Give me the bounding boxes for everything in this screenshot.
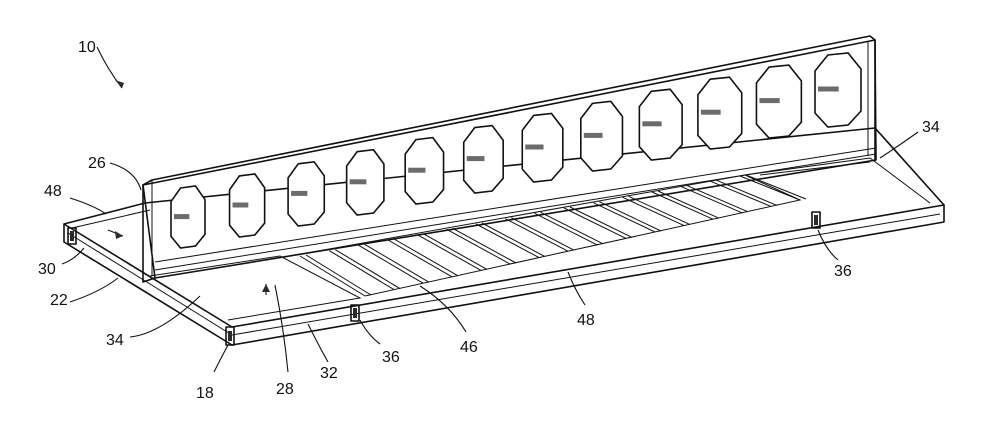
hole-rail-shade <box>525 145 543 150</box>
grating-bar-edge <box>599 202 661 231</box>
grating-bar <box>505 219 568 252</box>
hole-rail-shade <box>584 133 603 138</box>
hole-rail-shade <box>759 98 779 103</box>
label-30: 30 <box>38 261 56 278</box>
hole-rail-shade <box>350 179 367 184</box>
label-28: 28 <box>276 381 294 398</box>
grating-bar-edge <box>570 207 632 237</box>
grating-bar-edge <box>453 228 516 263</box>
label-assembly: 10 <box>78 39 96 56</box>
label-48-left: 48 <box>44 183 62 200</box>
label-46: 46 <box>460 339 478 356</box>
label-36-right: 36 <box>834 263 852 280</box>
grating-bar <box>593 203 655 232</box>
grating-bar <box>740 176 800 200</box>
label-18: 18 <box>196 385 214 402</box>
label-34-right: 34 <box>922 119 940 136</box>
grating-bar-edge <box>541 212 603 243</box>
hole-rail-shade <box>174 214 189 219</box>
grating-bar-edge <box>394 239 458 276</box>
hole-rail-shade <box>408 168 425 173</box>
hole-rail-shade <box>642 121 661 126</box>
label-36-left: 36 <box>382 349 400 366</box>
label-48-bottom: 48 <box>577 312 595 329</box>
label-32: 32 <box>320 365 338 382</box>
grating-bar-edge <box>746 175 806 199</box>
grating-bar <box>564 208 626 238</box>
grating-bar <box>476 224 539 258</box>
grating-bar <box>359 245 423 283</box>
hole-rail-shade <box>467 156 485 161</box>
grating-bar-edge <box>482 223 545 257</box>
grating-bar <box>447 229 510 264</box>
hole-rail-shade <box>818 87 839 92</box>
grating-bar-edge <box>365 244 429 282</box>
connector-right <box>812 212 820 228</box>
grating-bar <box>388 240 452 277</box>
upright-wall <box>143 36 876 282</box>
hole-rail-shade <box>291 191 307 196</box>
label-34-left: 34 <box>106 332 124 349</box>
label-22: 22 <box>50 292 68 309</box>
grating-bar <box>535 213 597 244</box>
grating-bar-edge <box>511 218 574 251</box>
grating-bar-edge <box>335 250 400 289</box>
hole-rail-shade <box>701 110 721 115</box>
label-26: 26 <box>88 155 106 172</box>
grating-bar-edge <box>423 234 487 270</box>
hole-rail-shade <box>233 203 249 208</box>
grating-bar <box>329 251 394 290</box>
grating-bar <box>417 235 481 271</box>
